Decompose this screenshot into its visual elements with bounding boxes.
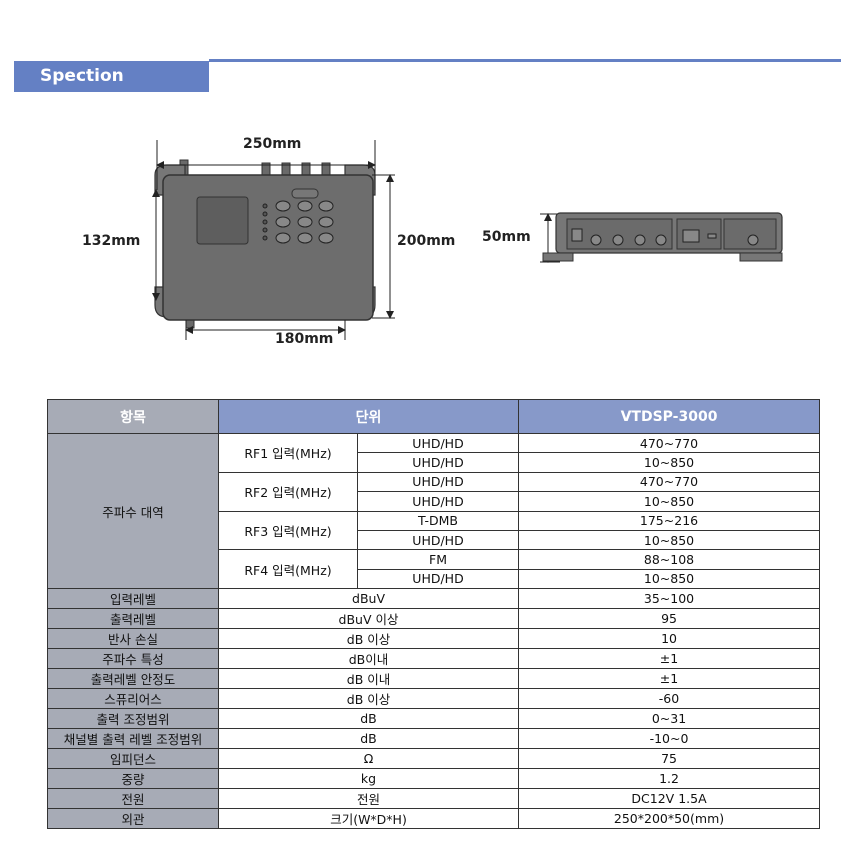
front-view-device [154,159,376,329]
row-label: 임피던스 [47,748,219,770]
unit-cell: 크기(W*D*H) [217,808,520,830]
spec-value: 10~850 [518,568,821,590]
spec-value: 75 [518,748,821,770]
spec-value: 10~850 [518,452,821,473]
dim-side-height: 50mm [482,229,531,245]
signal-type: UHD/HD [356,491,520,512]
unit-cell: Ω [217,748,520,770]
spec-value: -10~0 [518,728,821,750]
side-view-device [542,212,783,262]
spec-value: 10~850 [518,529,821,551]
input-name: RF2 입력(MHz) [218,471,358,512]
input-name: RF3 입력(MHz) [218,510,358,551]
table-header-row: 항목 단위 VTDSP-3000 [47,399,821,434]
row-label: 주파수 특성 [47,648,219,670]
unit-cell: kg [217,768,520,790]
spec-value: 175~216 [518,510,821,531]
input-name: RF4 입력(MHz) [218,549,358,590]
spec-value: 10 [518,628,821,650]
dimension-lines [152,140,560,340]
spec-value: 250*200*50(mm) [518,808,821,830]
spec-value: 10~850 [518,491,821,512]
spec-value: ±1 [518,668,821,690]
row-label: 출력레벨 안정도 [47,668,219,690]
signal-type: UHD/HD [356,452,520,473]
dim-front-bottom: 180mm [275,331,334,347]
spec-value: 35~100 [518,588,821,610]
unit-cell: 전원 [217,788,520,810]
unit-cell: dB 이상 [217,688,520,710]
row-label: 전원 [47,788,219,810]
row-label: 채널별 출력 레벨 조정범위 [47,728,219,750]
unit-cell: dBuV 이상 [217,608,520,630]
spec-value: DC12V 1.5A [518,788,821,810]
header-unit: 단위 [217,399,520,434]
row-label: 출력레벨 [47,608,219,630]
row-label: 반사 손실 [47,628,219,650]
unit-cell: dB [217,728,520,750]
signal-type: FM [356,549,520,570]
dim-front-inner-height: 132mm [82,233,141,249]
spec-value: ±1 [518,648,821,670]
signal-type: UHD/HD [356,568,520,590]
signal-type: T-DMB [356,510,520,531]
spec-value: 470~770 [518,471,821,493]
spec-value: -60 [518,688,821,710]
spec-value: 95 [518,608,821,630]
input-name: RF1 입력(MHz) [218,433,358,473]
unit-cell: dB이내 [217,648,520,670]
dim-front-width: 250mm [243,136,302,152]
signal-type: UHD/HD [356,471,520,493]
section-title: Spection [14,61,209,92]
row-label: 중량 [47,768,219,790]
header-value: VTDSP-3000 [518,399,821,434]
section-rule [209,59,841,62]
spec-value: 470~770 [518,432,821,454]
device-drawings [152,140,783,340]
unit-cell: dB [217,708,520,730]
spec-value: 88~108 [518,549,821,570]
spec-value: 0~31 [518,708,821,730]
header-item: 항목 [47,399,219,434]
row-label: 입력레벨 [47,588,219,610]
signal-type: UHD/HD [356,529,520,551]
spec-value: 1.2 [518,768,821,790]
dim-front-height: 200mm [397,233,456,249]
unit-cell: dB 이상 [217,628,520,650]
signal-type: UHD/HD [356,432,520,454]
row-label: 외관 [47,808,219,830]
unit-cell: dBuV [217,588,520,610]
row-label: 스퓨리어스 [47,688,219,710]
row-label-frequency-band: 주파수 대역 [47,432,219,590]
unit-cell: dB 이내 [217,668,520,690]
row-label: 출력 조정범위 [47,708,219,730]
